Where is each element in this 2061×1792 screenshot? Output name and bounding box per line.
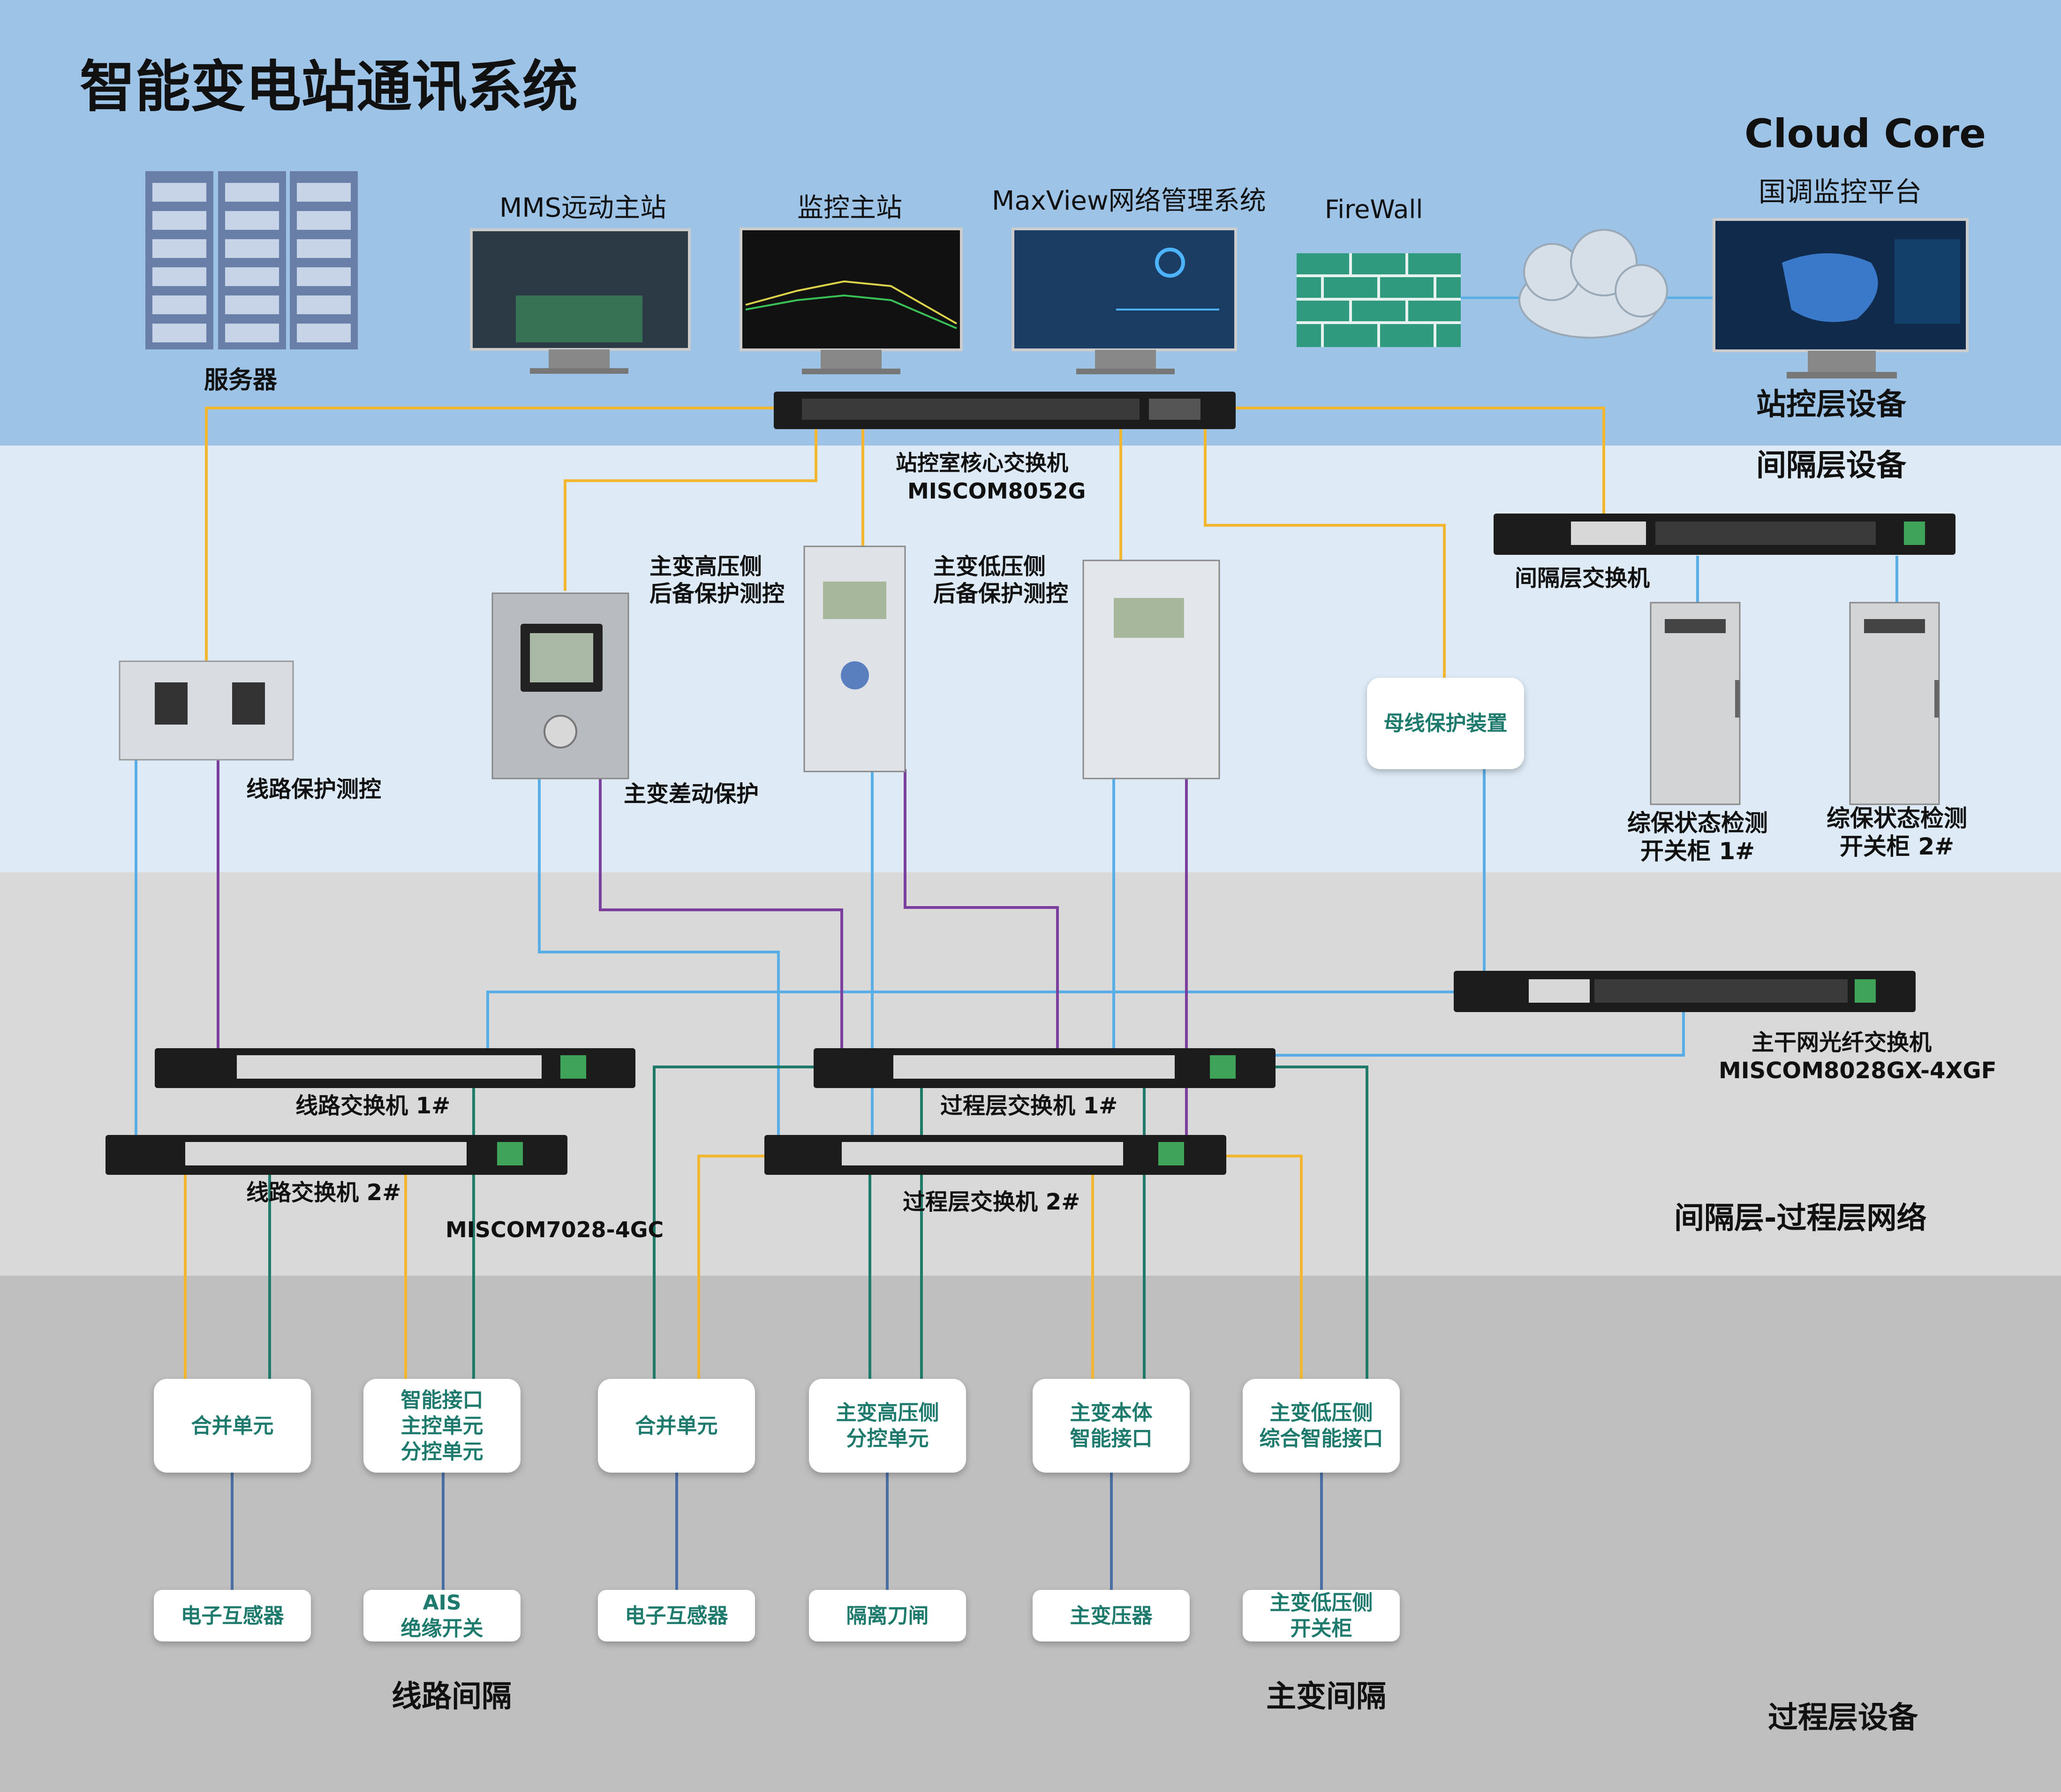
wire-core-busbar: [1204, 427, 1446, 678]
maxview-monitor-icon: [1012, 227, 1237, 374]
cloud-core-label: Cloud Core: [1744, 111, 1986, 157]
hv-backup-label: 主变高压侧 后备保护测控: [649, 553, 785, 607]
line-switch-2-label: 线路交换机 2#: [246, 1180, 401, 1206]
monitor-station-icon: [740, 227, 963, 374]
cloud-icon: [1518, 229, 1668, 339]
process-layer-label: 过程层设备: [1768, 1701, 1918, 1735]
process-switch-1-label: 过程层交换机 1#: [940, 1093, 1118, 1119]
cabinet-2-label: 综保状态检测 开关柜 2#: [1827, 805, 1967, 860]
wire-backbone-lineswitch: [486, 991, 1454, 1048]
field-device-1: 电子互感器: [154, 1590, 311, 1641]
lv-backup-device-icon: [1082, 560, 1220, 779]
process-switch-2-label: 过程层交换机 2#: [903, 1189, 1080, 1215]
server-rack-icon: [145, 171, 358, 349]
bay-switch-icon: [1494, 514, 1955, 555]
lv-backup-label: 主变低压侧 后备保护测控: [933, 553, 1069, 607]
backbone-switch-icon: [1454, 971, 1916, 1012]
backbone-switch-model: MISCOM8028GX-4XGF: [1719, 1058, 1997, 1084]
process-layer-band: [0, 1276, 2061, 1792]
field-device-6: 主变低压侧 开关柜: [1243, 1590, 1400, 1641]
diagram-title: 智能变电站通讯系统: [80, 54, 578, 119]
mms-label: MMS远动主站: [499, 193, 667, 223]
wire-backbone-processswitch: [1276, 1008, 1685, 1057]
line-protection-label: 线路保护测控: [246, 776, 382, 802]
wire-ps1-lvunit: [1276, 1066, 1368, 1381]
process-unit-3: 合并单元: [598, 1379, 755, 1473]
process-switch-2-icon: [764, 1135, 1226, 1175]
process-switch-1-icon: [814, 1048, 1276, 1088]
wire-diff-ps2: [538, 779, 780, 1135]
firewall-label: FireWall: [1325, 195, 1423, 224]
network-layer-label: 间隔层-过程层网络: [1674, 1201, 1927, 1236]
cabinet-1-label: 综保状态检测 开关柜 1#: [1627, 809, 1768, 865]
process-unit-5: 主变本体 智能接口: [1033, 1379, 1190, 1473]
differential-protection-icon: [491, 592, 629, 779]
switch-cabinet-1-icon: [1650, 602, 1741, 805]
field-device-5: 主变压器: [1033, 1590, 1190, 1641]
grid-platform-monitor-icon: [1713, 218, 1969, 378]
field-device-2: AIS 绝缘开关: [363, 1590, 521, 1641]
grid-platform-label: 国调监控平台: [1759, 176, 1922, 208]
hv-backup-device-icon: [803, 545, 906, 772]
core-switch-name: 站控室核心交换机: [896, 450, 1068, 476]
wire-ps1-merge: [653, 1066, 816, 1381]
bay-layer-label: 间隔层设备: [1756, 448, 1906, 483]
process-unit-1: 合并单元: [154, 1379, 311, 1473]
process-unit-6: 主变低压侧 综合智能接口: [1243, 1379, 1400, 1473]
wire-servers-core: [205, 407, 774, 661]
core-switch-model: MISCOM8052G: [907, 478, 1086, 504]
bay-switch-label: 间隔层交换机: [1515, 565, 1650, 591]
busbar-protection-box: 母线保护装置: [1367, 678, 1524, 769]
line-bay-group-label: 线路间隔: [392, 1679, 512, 1714]
monitor-label: 监控主站: [797, 193, 902, 223]
differential-label: 主变差动保护: [624, 781, 759, 807]
wire-core-cabinet: [1233, 407, 1605, 516]
firewall-icon: [1297, 253, 1461, 347]
field-device-3: 电子互感器: [598, 1590, 755, 1641]
wire-core-differential: [564, 427, 817, 591]
line-switch-model-label: MISCOM7028-4GC: [445, 1217, 664, 1242]
line-switch-1-label: 线路交换机 1#: [295, 1093, 451, 1119]
transformer-bay-group-label: 主变间隔: [1266, 1679, 1386, 1714]
process-unit-2: 智能接口 主控单元 分控单元: [363, 1379, 521, 1473]
station-layer-label: 站控层设备: [1756, 387, 1906, 422]
line-switch-1-icon: [155, 1048, 635, 1088]
servers-label: 服务器: [204, 366, 278, 394]
switch-cabinet-2-icon: [1849, 602, 1940, 805]
wire-ps2-lvunit-y: [1226, 1155, 1303, 1381]
wire-lv-ps1-purple: [904, 769, 1059, 1048]
line-switch-2-icon: [106, 1135, 567, 1175]
backbone-switch-name: 主干网光纤交换机: [1751, 1029, 1932, 1056]
line-protection-device-icon: [119, 660, 294, 761]
process-unit-4: 主变高压侧 分控单元: [809, 1379, 966, 1473]
wire-diff-ps1: [599, 779, 843, 1048]
maxview-label: MaxView网络管理系统: [992, 186, 1266, 216]
core-switch-icon: [774, 392, 1236, 429]
mms-monitor-icon: [470, 228, 691, 374]
field-device-4: 隔离刀闸: [809, 1590, 966, 1641]
wire-ps2-merge-y: [697, 1155, 764, 1381]
